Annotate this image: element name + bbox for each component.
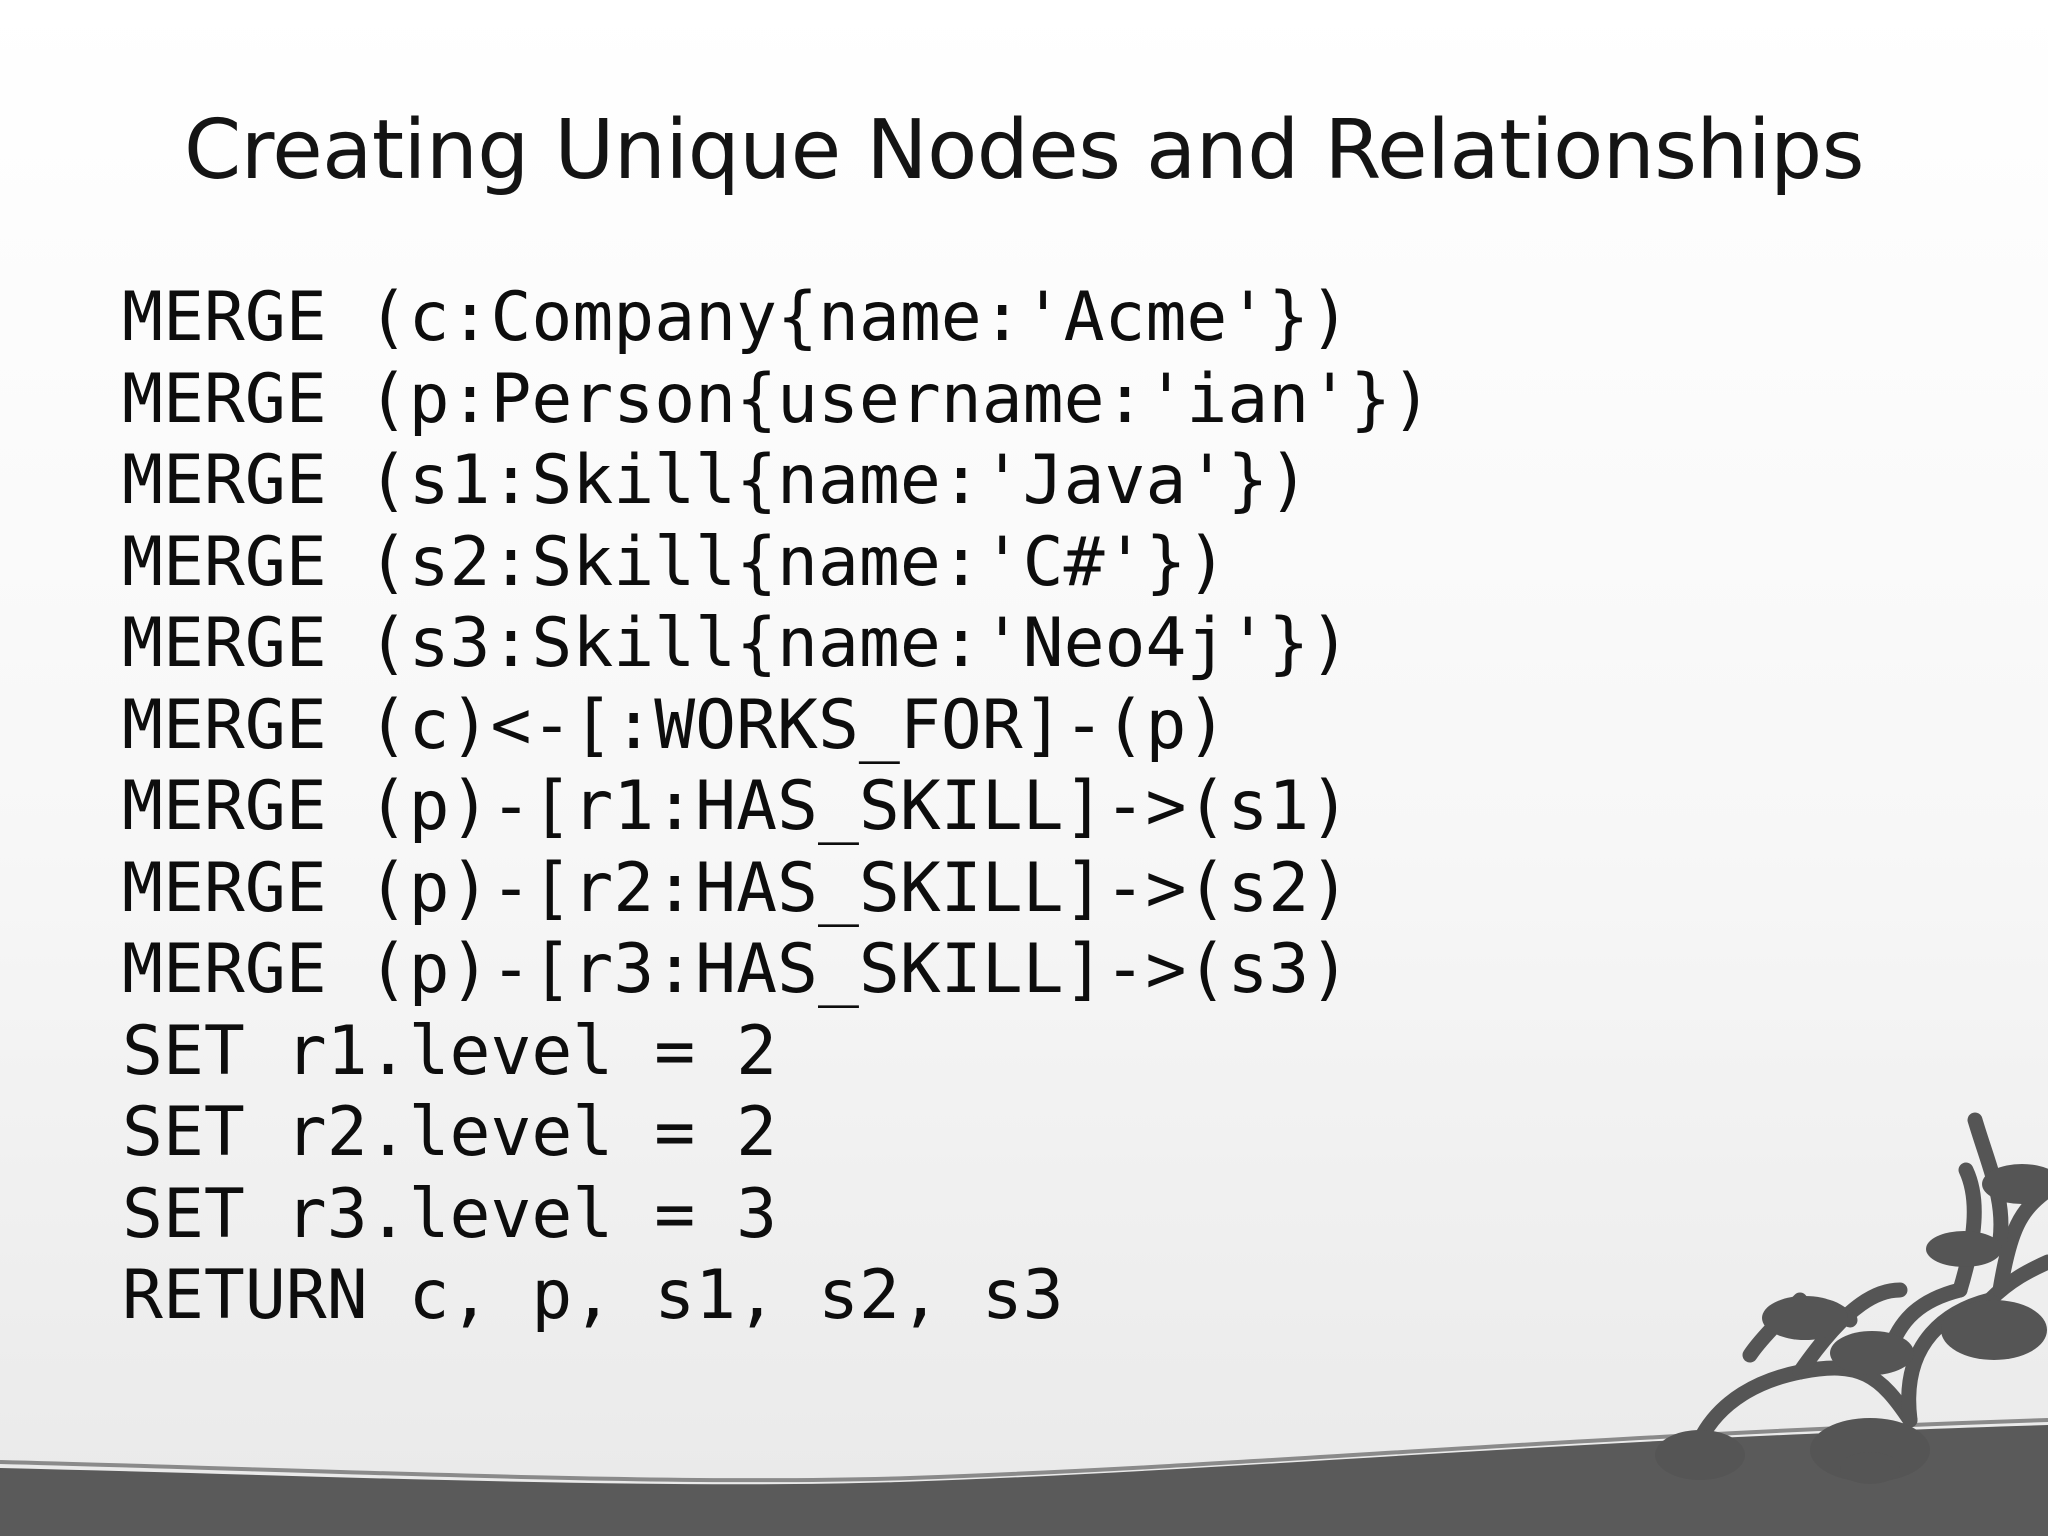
code-line: MERGE (s2:Skill{name:'C#'}) bbox=[122, 522, 1228, 602]
slide-title: Creating Unique Nodes and Relationships bbox=[184, 103, 1864, 198]
graph-node bbox=[1926, 1231, 2002, 1267]
code-line: MERGE (c:Company{name:'Acme'}) bbox=[122, 278, 1351, 357]
code-block: MERGE (c:Company{name:'Acme'}) MERGE (p:… bbox=[122, 277, 1432, 1337]
code-line: MERGE (c)<-[:WORKS_FOR]-(p) bbox=[122, 685, 1228, 765]
code-line: MERGE (p)-[r2:HAS_SKILL]->(s2) bbox=[122, 848, 1351, 928]
bottom-wave-highlight bbox=[0, 1418, 2048, 1483]
graph-node bbox=[1810, 1418, 1930, 1482]
graph-node bbox=[1840, 1452, 1900, 1484]
bottom-wave bbox=[0, 1425, 2048, 1536]
code-line: MERGE (s3:Skill{name:'Neo4j'}) bbox=[122, 604, 1351, 683]
code-line: RETURN c, p, s1, s2, s3 bbox=[122, 1256, 1064, 1335]
graph-nodes bbox=[1655, 1164, 2048, 1484]
code-line: SET r2.level = 2 bbox=[122, 1093, 778, 1172]
graph-node bbox=[1941, 1300, 2047, 1360]
code-line: MERGE (p)-[r3:HAS_SKILL]->(s3) bbox=[122, 930, 1351, 1009]
code-line: MERGE (p)-[r1:HAS_SKILL]->(s1) bbox=[122, 767, 1351, 846]
graph-node bbox=[1762, 1296, 1848, 1340]
graph-edges bbox=[1692, 1112, 2048, 1448]
code-line: MERGE (p:Person{username:'ian'}) bbox=[122, 359, 1433, 439]
graph-node bbox=[1655, 1430, 1745, 1480]
graph-node bbox=[1830, 1331, 1914, 1375]
code-line: MERGE (s1:Skill{name:'Java'}) bbox=[122, 441, 1310, 520]
graph-node bbox=[1982, 1164, 2048, 1204]
code-line: SET r1.level = 2 bbox=[122, 1011, 778, 1091]
code-line: SET r3.level = 3 bbox=[122, 1174, 778, 1254]
